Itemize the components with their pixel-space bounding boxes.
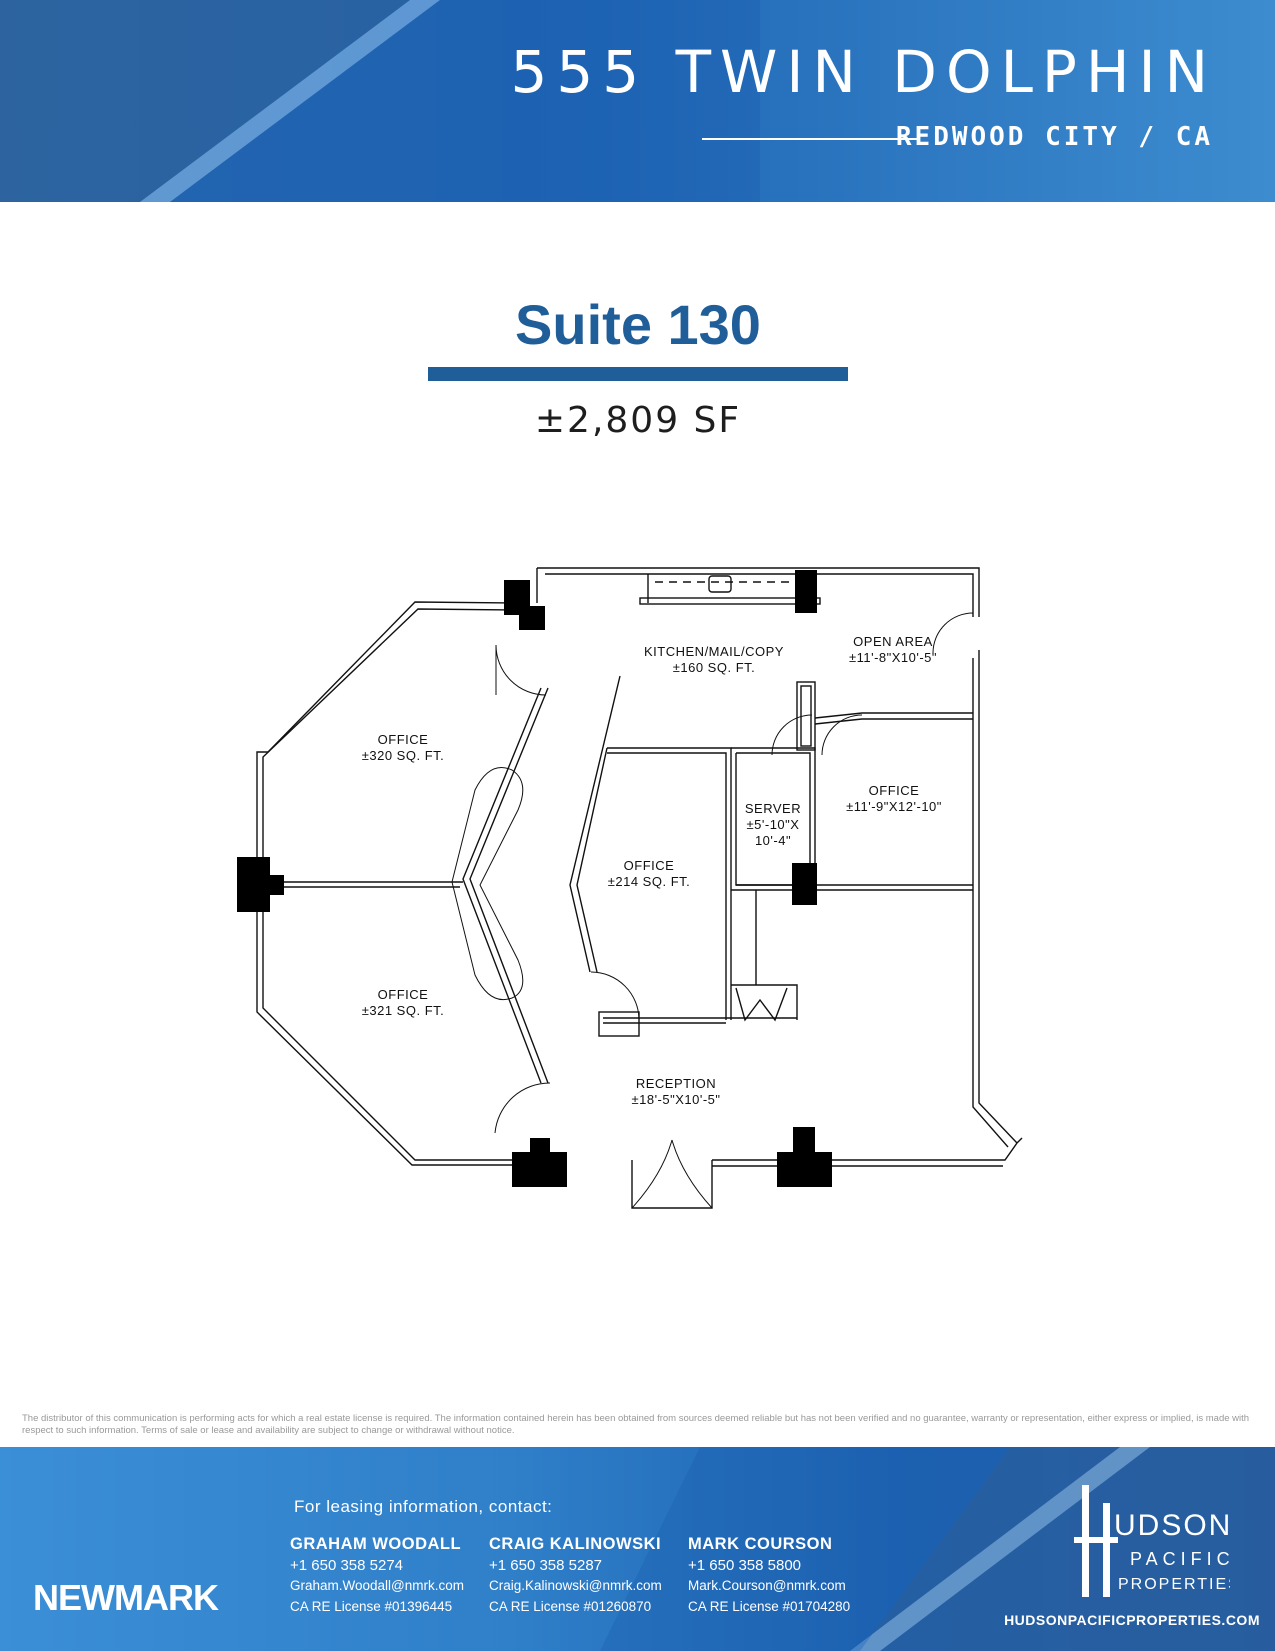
room-size: ±5'-10"X — [747, 817, 800, 832]
room-label: RECEPTION — [636, 1076, 716, 1091]
agent-phone[interactable]: +1 650 358 5274 — [290, 1557, 404, 1574]
agent-phone[interactable]: +1 650 358 5800 — [688, 1557, 802, 1574]
room-size: 10'-4" — [755, 833, 791, 848]
room-size: ±320 SQ. FT. — [362, 748, 445, 763]
agent-phone[interactable]: +1 650 358 5287 — [489, 1557, 603, 1574]
hudson-pacific-logo: UDSON PACIFIC PROPERTIES — [1074, 1485, 1230, 1597]
suite-title-underline — [428, 367, 848, 381]
header-decoration — [0, 0, 760, 202]
header-banner: 555 TWIN DOLPHIN REDWOOD CITY / CA — [0, 0, 1275, 202]
footer-banner: NEWMARK For leasing information, contact… — [0, 1447, 1275, 1651]
city-label: REDWOOD CITY / CA — [895, 122, 1213, 152]
room-size: ±18'-5"X10'-5" — [631, 1092, 720, 1107]
room-label: OFFICE — [869, 783, 920, 798]
room-label: SERVER — [745, 801, 801, 816]
building-name: 555 TWIN DOLPHIN — [510, 38, 1217, 106]
room-size: ±321 SQ. FT. — [362, 1003, 445, 1018]
agent-card: MARK COURSON +1 650 358 5800 Mark.Courso… — [688, 1535, 850, 1620]
agent-license: CA RE License #01704280 — [688, 1599, 851, 1614]
room-size: ±11'-8"X10'-5" — [849, 650, 937, 665]
svg-text:UDSON: UDSON — [1114, 1509, 1230, 1542]
legal-disclaimer: The distributor of this communication is… — [22, 1413, 1250, 1436]
agent-license: CA RE License #01260870 — [489, 1599, 652, 1614]
footer-decoration — [600, 1447, 1275, 1651]
agent-card: GRAHAM WOODALL +1 650 358 5274 Graham.Wo… — [290, 1535, 464, 1620]
room-size: ±160 SQ. FT. — [673, 660, 756, 675]
suite-area: ±2,809 SF — [534, 400, 742, 441]
agent-name: CRAIG KALINOWSKI — [489, 1535, 662, 1553]
contact-intro: For leasing information, contact: — [294, 1497, 553, 1516]
room-label: OPEN AREA — [853, 634, 933, 649]
agent-email[interactable]: Graham.Woodall@nmrk.com — [290, 1578, 465, 1593]
room-label: OFFICE — [378, 732, 429, 747]
svg-text:PACIFIC: PACIFIC — [1130, 1549, 1230, 1569]
structural-columns — [237, 570, 832, 1187]
room-size: ±11'-9"X12'-10" — [846, 799, 942, 814]
svg-text:PROPERTIES: PROPERTIES — [1118, 1576, 1230, 1593]
website-link[interactable]: HUDSONPACIFICPROPERTIES.COM — [1004, 1612, 1260, 1628]
room-size: ±214 SQ. FT. — [608, 874, 691, 889]
room-label: OFFICE — [378, 987, 429, 1002]
agent-card: CRAIG KALINOWSKI +1 650 358 5287 Craig.K… — [489, 1535, 662, 1620]
agent-name: MARK COURSON — [688, 1535, 833, 1553]
room-label: OFFICE — [624, 858, 675, 873]
agent-license: CA RE License #01396445 — [290, 1599, 453, 1614]
agent-email[interactable]: Mark.Courson@nmrk.com — [688, 1578, 846, 1593]
suite-title: Suite 130 — [515, 293, 761, 356]
header-rule — [702, 138, 918, 140]
newmark-logo: NEWMARK — [33, 1577, 219, 1618]
agent-email[interactable]: Craig.Kalinowski@nmrk.com — [489, 1578, 662, 1593]
room-label: KITCHEN/MAIL/COPY — [644, 644, 784, 659]
agent-name: GRAHAM WOODALL — [290, 1535, 462, 1553]
